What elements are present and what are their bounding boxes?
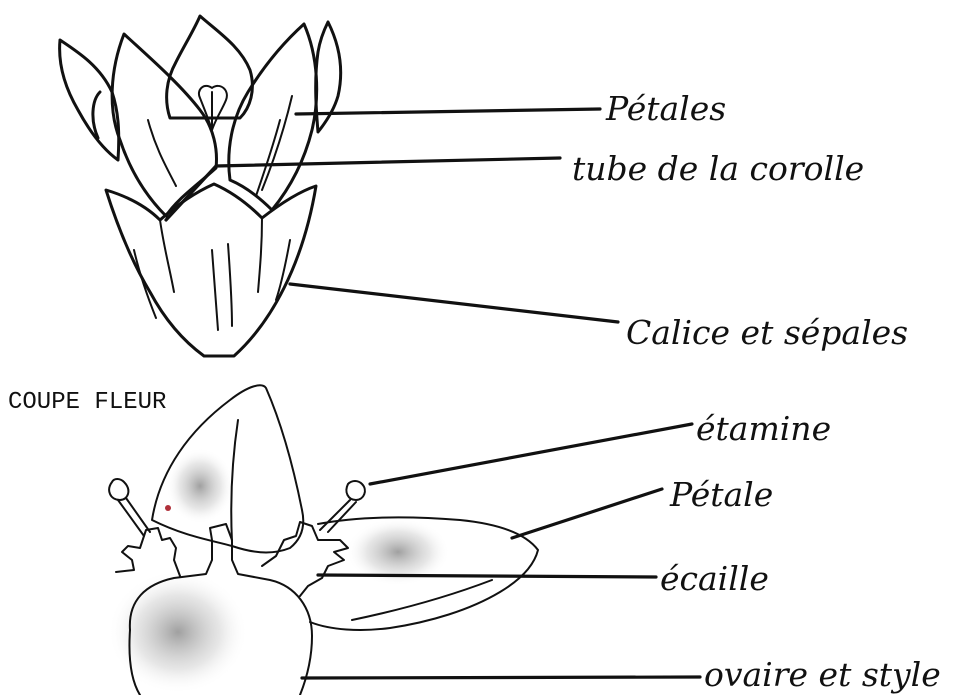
leader-ecaille bbox=[318, 575, 656, 577]
flower-whole-drawing bbox=[60, 16, 341, 356]
label-etamine: étamine bbox=[696, 409, 831, 448]
leader-petales bbox=[296, 109, 600, 114]
label-calice-sepales: Calice et sépales bbox=[626, 313, 908, 352]
section-title: COUPE FLEUR bbox=[8, 389, 166, 416]
label-petale: Pétale bbox=[669, 475, 773, 514]
label-petales: Pétales bbox=[605, 89, 726, 128]
label-ecaille: écaille bbox=[660, 559, 769, 598]
label-ovaire-style: ovaire et style bbox=[704, 655, 941, 694]
leader-calice bbox=[290, 284, 618, 322]
leader-etamine bbox=[370, 424, 692, 484]
label-tube-corolle: tube de la corolle bbox=[572, 149, 864, 188]
leader-petale bbox=[512, 489, 662, 538]
leader-lines-top bbox=[166, 109, 618, 322]
flower-section-drawing bbox=[108, 385, 538, 695]
leader-ovaire bbox=[302, 677, 700, 678]
